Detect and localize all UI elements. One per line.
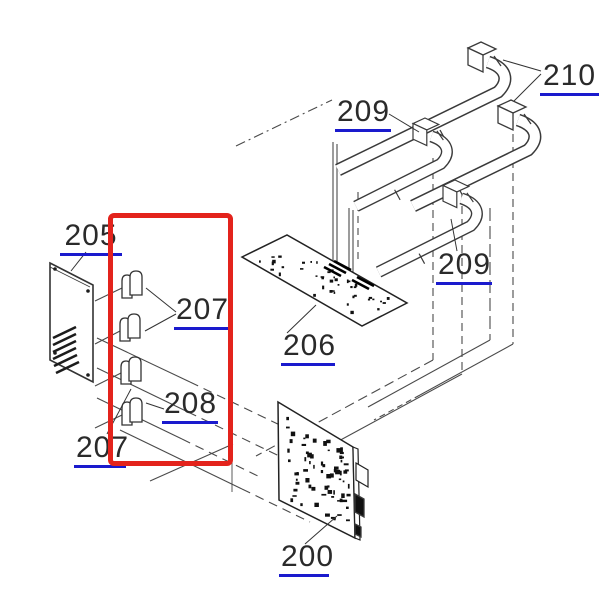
part-label-207-top: 207	[174, 295, 230, 330]
part-label-209-bottom: 209	[436, 250, 492, 285]
pcb-206-connectors	[323, 259, 375, 291]
cover-panel-205	[49, 261, 94, 384]
ribbon-cable-209-top	[353, 117, 453, 212]
cable-clip-1	[121, 270, 143, 299]
ribbon-cables	[335, 41, 542, 278]
vent-slots	[52, 325, 80, 375]
cable-clip-3	[120, 356, 142, 385]
part-label-205: 205	[60, 221, 122, 256]
panel-screws	[53, 267, 90, 377]
main-board-connectors	[354, 461, 369, 539]
part-label-206: 206	[281, 331, 335, 366]
ribbon-cable-209-bottom	[375, 179, 483, 278]
pcb-206	[240, 234, 409, 327]
cable-clip-4	[121, 397, 143, 426]
part-label-207-bottom: 207	[74, 433, 128, 468]
part-label-200: 200	[279, 542, 333, 577]
cable-clip-2	[119, 313, 141, 342]
part-label-210: 210	[540, 61, 599, 96]
cable-clips	[119, 270, 143, 426]
main-board-200	[277, 400, 369, 541]
part-label-208: 208	[162, 389, 218, 424]
ribbon-cable-210-b	[410, 99, 542, 212]
ribbon-cable-210-a	[335, 41, 512, 176]
part-label-209-top: 209	[335, 97, 391, 132]
